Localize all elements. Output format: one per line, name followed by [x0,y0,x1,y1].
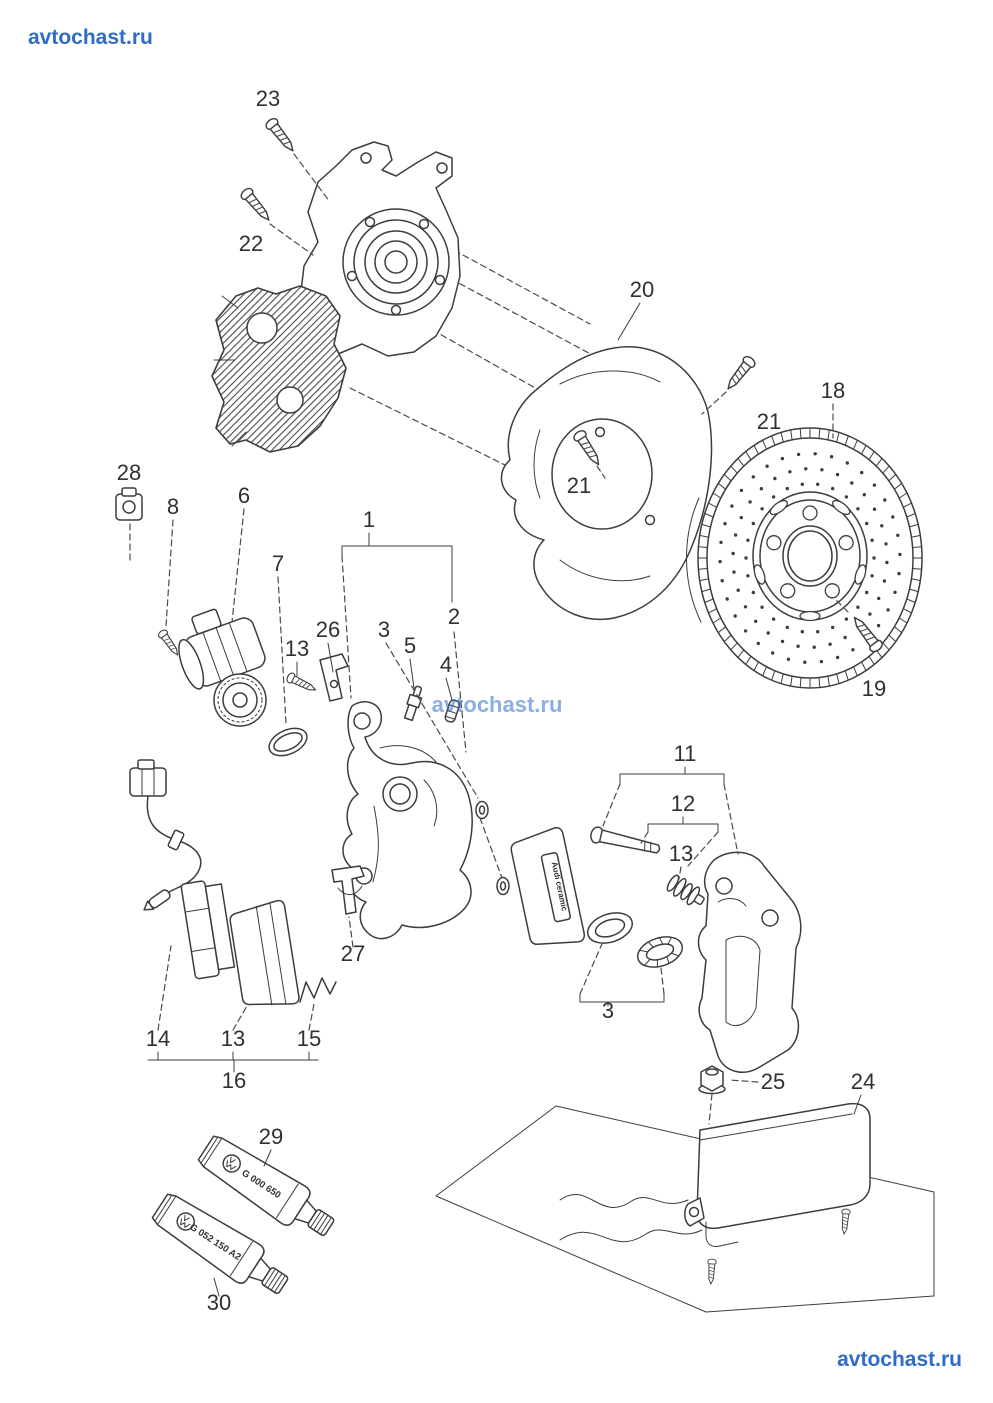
part-label-13-boot: 13 [669,841,693,866]
part-label-5: 5 [404,633,416,658]
part-label-11: 11 [674,741,697,766]
mounting-panel [435,1105,935,1313]
grease-tube-upper: G 000 650 [197,1135,335,1237]
pad-spring-clip [299,977,337,1003]
brake-pad-ceramic: Audi ceramic [510,827,585,946]
sensor-tip [143,889,171,911]
part-label-21-center: 21 [567,473,591,498]
part-label-24: 24 [851,1069,875,1094]
part-label-29: 29 [259,1124,283,1149]
part-label-3-seals: 3 [602,998,614,1023]
part-label-28: 28 [117,460,141,485]
part-label-20: 20 [630,277,654,302]
grease-tube-lower: G 052 150 A2 [151,1193,289,1295]
bolt-22 [238,185,275,225]
part-label-18: 18 [821,378,845,403]
wheel-hub-carrier [299,141,461,357]
watermark-center: avtochast.ru [432,692,563,717]
disc-drill-pattern [718,452,902,664]
module-stud-1 [839,1208,851,1235]
control-module [684,1102,871,1285]
bolt-13 [284,671,319,696]
part-label-1: 1 [363,507,375,532]
pad-retainer-bracket [319,653,349,702]
o-ring [268,727,308,757]
part-label-13-pad: 13 [221,1026,245,1051]
brake-caliper-assembled [211,285,347,453]
part-label-22: 22 [239,231,263,256]
leader-lines-dashed [129,153,849,1125]
vw-logo-icon [176,1212,195,1231]
construction-lines [349,235,625,471]
brake-disc [686,427,923,689]
bolt-21-right [722,353,758,394]
part-label-25: 25 [761,1069,785,1094]
bleeder-valve [403,685,423,722]
part-label-16: 16 [222,1068,246,1093]
splash-shield [500,346,713,621]
part-label-4: 4 [440,652,452,677]
leader-lines-solid [147,302,862,1297]
brake-pad-outer [229,899,300,1006]
part-label-14: 14 [146,1026,170,1051]
part-label-12: 12 [671,791,695,816]
caliper-bolt-washers [475,800,510,896]
brake-caliper-housing [342,701,473,940]
part-label-15: 15 [297,1026,321,1051]
part-label-13-bolt: 13 [285,636,309,661]
part-label-8: 8 [167,494,179,519]
part-label-21-right: 21 [757,409,781,434]
watermark-top-left: avtochast.ru [28,26,153,49]
disc-rim-hatch [697,427,923,689]
screw-8 [156,627,183,659]
guide-pin-boot [666,874,705,906]
caliper-carrier [697,851,802,1073]
disc-hub-features [753,499,867,622]
abs-sensor-cable [129,759,202,911]
pad-retaining-clip [331,865,365,915]
seal-rings [586,912,684,968]
part-label-7: 7 [272,551,284,576]
bleeder-cap [444,699,461,723]
part-label-30: 30 [207,1290,231,1315]
parking-brake-actuator [178,608,267,727]
part-label-23: 23 [256,86,280,111]
brake-pad-inner [180,880,236,980]
guide-pin [590,826,661,854]
part-label-3-washers: 3 [378,617,390,642]
flange-nut [698,1065,726,1095]
part-label-27: 27 [341,941,365,966]
bolt-23 [263,115,299,156]
part-label-2: 2 [448,604,460,629]
part-label-6: 6 [238,483,250,508]
sensor-28 [115,487,143,521]
module-stud-2 [706,1258,717,1285]
part-label-19: 19 [862,676,886,701]
part-label-26: 26 [316,617,340,642]
watermark-bottom-right: avtochast.ru [837,1348,962,1371]
vw-logo-icon [222,1154,241,1173]
